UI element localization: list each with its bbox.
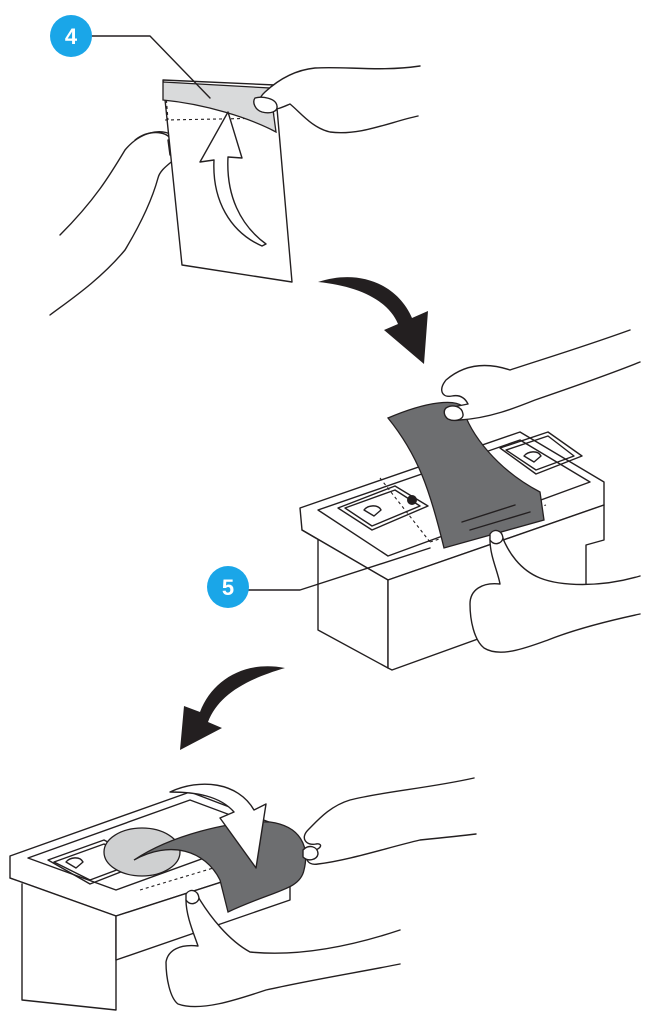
step-4-peel-liner: 4 xyxy=(50,15,420,315)
step-5-apply-strip: 5 xyxy=(207,330,640,670)
box-opening xyxy=(104,828,180,876)
hand-pressing-edge xyxy=(166,891,400,1007)
callout-4-label: 4 xyxy=(65,24,78,49)
hand-folding-sheet xyxy=(303,778,476,864)
hand-holding-sheet-top xyxy=(442,330,640,420)
left-hand-holding-strip xyxy=(50,132,186,315)
flow-arrow-2-icon xyxy=(180,666,285,750)
step-6-fold-strip xyxy=(10,778,476,1010)
callout-5-label: 5 xyxy=(222,575,234,600)
flow-arrow-1-icon xyxy=(318,277,428,364)
